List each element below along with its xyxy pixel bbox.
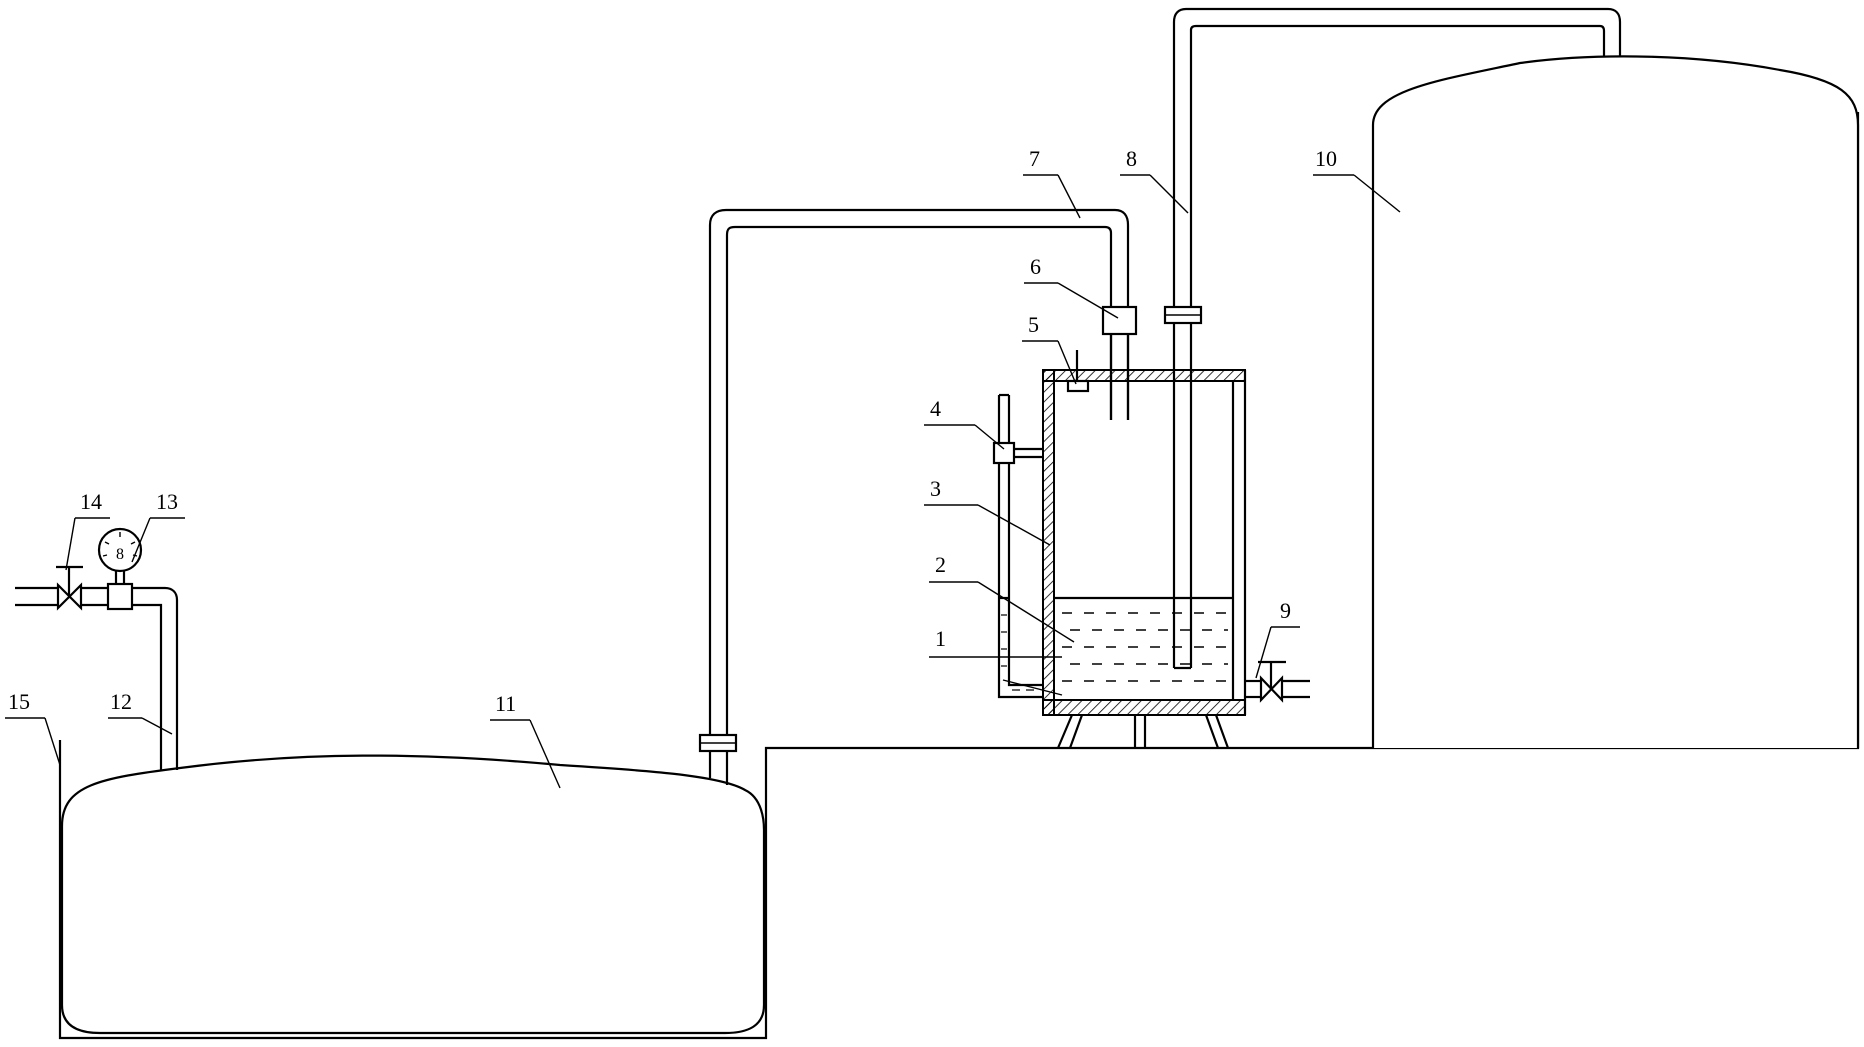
gas-pipe-8	[1163, 7, 1622, 668]
tank-stand	[1056, 714, 1230, 749]
label-4: 4	[930, 396, 941, 421]
label-3: 3	[930, 476, 941, 501]
top-vent	[1066, 350, 1090, 393]
label-11: 11	[495, 691, 516, 716]
label-12: 12	[110, 689, 132, 714]
pressure-gauge: 8	[97, 527, 143, 611]
label-6: 6	[1030, 254, 1041, 279]
drain-valve-9[interactable]	[1245, 660, 1310, 703]
label-9: 9	[1280, 598, 1291, 623]
gauge-face-text: 8	[116, 546, 124, 563]
storage-bag	[60, 754, 766, 1035]
label-10: 10	[1315, 146, 1337, 171]
label-15: 15	[8, 689, 30, 714]
part-labels: 1 2 3 4 5 6 7 8 9 10 11 12 13 14 15	[8, 146, 1337, 716]
label-2: 2	[935, 552, 946, 577]
level-sensor	[992, 441, 1043, 465]
water-level	[1054, 596, 1233, 682]
label-14: 14	[80, 489, 102, 514]
storage-tank	[1371, 55, 1860, 748]
gas-pipe-12	[15, 586, 179, 770]
label-1: 1	[935, 626, 946, 651]
label-7: 7	[1029, 146, 1040, 171]
gas-pipe-7	[698, 208, 1130, 785]
level-tube	[997, 393, 1043, 699]
inlet-pipe-end	[1109, 334, 1130, 420]
label-8: 8	[1126, 146, 1137, 171]
gas-valve-14[interactable]	[56, 565, 83, 611]
label-5: 5	[1028, 312, 1039, 337]
leader-lines	[5, 174, 1401, 789]
label-13: 13	[156, 489, 178, 514]
water-seal-tank	[1042, 369, 1247, 716]
flow-meter	[1101, 305, 1138, 336]
